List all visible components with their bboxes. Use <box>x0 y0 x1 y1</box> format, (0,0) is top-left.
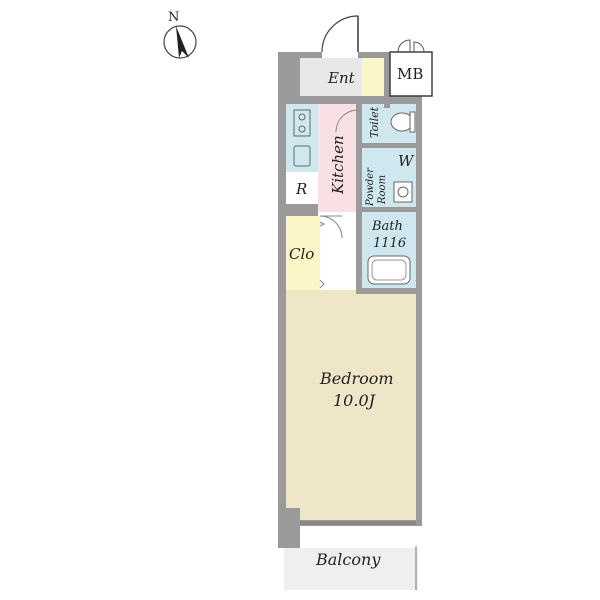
bedroom-floor <box>286 290 418 520</box>
compass: N <box>163 10 197 59</box>
wall-west <box>278 52 286 546</box>
bath-label-line2: 1116 <box>373 236 406 251</box>
meter-box-outline <box>389 51 433 97</box>
meter-box-door-left-icon <box>397 39 411 53</box>
kitchen-label: Kitchen <box>329 135 347 195</box>
bedroom-label-line2: 10.0J <box>333 391 377 410</box>
washer-label: W <box>398 152 415 170</box>
closet-label: Clo <box>289 245 314 263</box>
powder-room-label-line1: Powder <box>365 167 376 207</box>
bedroom-label-line1: Bedroom <box>319 369 394 388</box>
meter-box <box>389 39 433 97</box>
basin-bowl-icon <box>397 186 409 198</box>
fixtures <box>293 109 416 285</box>
wall-kitchen-south <box>286 204 318 216</box>
floor-fills <box>284 58 418 590</box>
wall-wet-west <box>356 104 362 292</box>
entrance-floor <box>300 58 362 96</box>
wall-southwest-column <box>278 508 300 548</box>
burner-2-icon <box>298 125 306 133</box>
wall-entry-east <box>384 52 390 108</box>
balcony-label: Balcony <box>315 550 381 569</box>
wall-toilet-south <box>362 143 416 148</box>
wall-bath-south <box>356 288 422 294</box>
compass-arrow-icon <box>176 26 189 58</box>
entrance-label: Ent <box>327 69 356 87</box>
closet-door-marker-icon <box>319 221 326 227</box>
windows <box>300 521 417 590</box>
bathtub-inner-icon <box>371 259 407 281</box>
meter-box-label: MB <box>397 65 423 83</box>
bedroom-door-swing-icon <box>319 215 343 239</box>
powder-room-label-line2: Room <box>377 175 388 205</box>
toilet-tank-icon <box>409 111 416 133</box>
wall-entry-top-right <box>358 52 388 58</box>
balcony-floor <box>284 548 418 590</box>
wall-south <box>286 520 422 526</box>
closet-floor <box>286 216 320 290</box>
wash-basin-icon <box>393 181 413 203</box>
bath-label-line1: Bath <box>371 219 403 234</box>
closet-door-marker-2-icon <box>319 279 325 289</box>
burner-1-icon <box>298 113 306 121</box>
kitchen-sink-icon <box>293 145 311 167</box>
walls <box>278 52 422 548</box>
wall-entry-south <box>286 96 418 104</box>
refrigerator-label: R <box>295 180 307 198</box>
entrance-door-swing-icon <box>321 15 359 53</box>
compass-north-label: N <box>168 10 179 25</box>
meter-box-door-right-icon <box>413 41 425 53</box>
wall-entry-column <box>278 52 300 96</box>
toilet-door-swing-icon <box>335 109 359 133</box>
bathtub-icon <box>367 255 411 285</box>
toilet-label: Toilet <box>368 106 381 138</box>
interior-doors <box>319 109 359 289</box>
wall-powder-south <box>362 207 416 212</box>
entrance-shoe-storage <box>362 58 384 96</box>
refrigerator-space <box>286 172 318 204</box>
entrance-door <box>321 15 359 53</box>
stove-icon <box>293 109 311 137</box>
wall-east <box>416 96 422 526</box>
room-labels: Ent MB Toilet Kitchen R W Powder Room Ba… <box>289 65 423 569</box>
